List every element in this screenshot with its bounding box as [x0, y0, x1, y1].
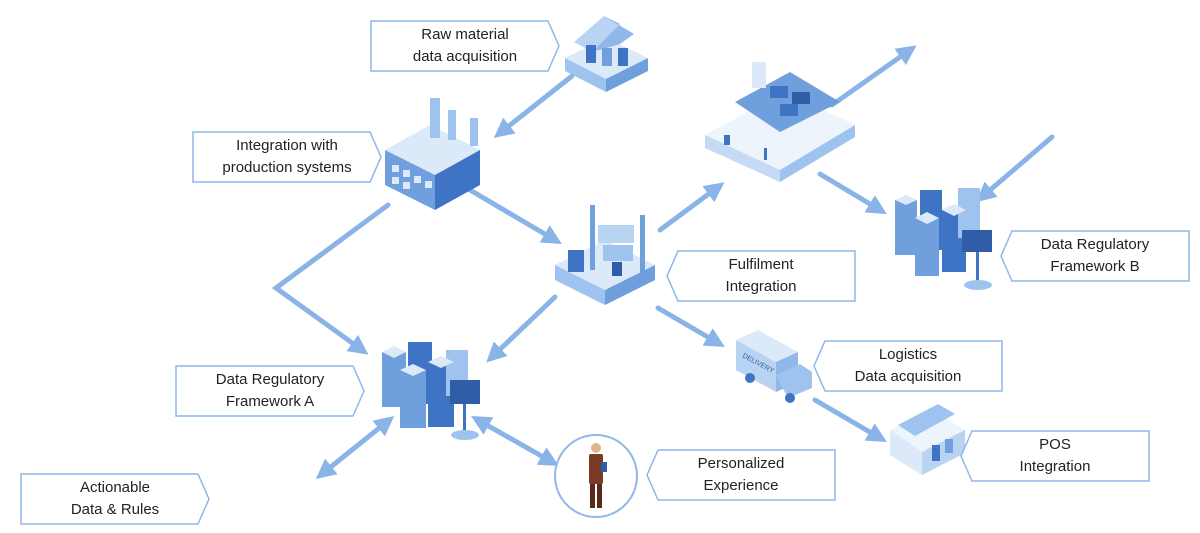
arrow-fulfilment-to-framework-a — [486, 294, 558, 363]
arrow-framework-a-actionable — [315, 415, 395, 480]
server-cluster-b-icon — [895, 188, 992, 290]
framework-b-label: Data Regulatory Framework B — [1000, 230, 1190, 282]
arrow-ship-out — [829, 45, 917, 108]
personalized-experience-label: Personalized Experience — [646, 449, 836, 501]
arrow-fulfilment-to-ship — [657, 182, 725, 233]
arrow-in-to-framework-b — [975, 134, 1055, 203]
arrow-fulfilment-to-truck — [655, 305, 725, 348]
fulfilment-center-icon — [555, 205, 655, 305]
factory-icon — [385, 98, 480, 210]
arrow-truck-to-store — [812, 397, 887, 443]
warehouse-icon — [565, 16, 648, 92]
cargo-ship-icon — [705, 62, 855, 182]
framework-a-label: Data Regulatory Framework A — [175, 365, 365, 417]
arrow-factory-to-fulfilment — [467, 187, 562, 245]
logistics-label: Logistics Data acquisition — [813, 340, 1003, 392]
server-cluster-a-icon — [382, 342, 480, 440]
actionable-data-label: Actionable Data & Rules — [20, 473, 210, 525]
raw-material-label: Raw material data acquisition — [370, 20, 560, 72]
integration-production-label: Integration with production systems — [192, 131, 382, 183]
store-icon — [890, 404, 965, 475]
arrow-warehouse-to-factory — [493, 73, 575, 138]
arrow-ship-to-framework-b — [817, 171, 887, 215]
person-icon — [554, 434, 638, 518]
arrow-factory-to-framework-a — [271, 202, 391, 355]
delivery-truck-icon: DELIVERY — [736, 330, 812, 403]
pos-integration-label: POS Integration — [960, 430, 1150, 482]
arrow-framework-a-person — [471, 416, 559, 466]
fulfilment-integration-label: Fulfilment Integration — [666, 250, 856, 302]
